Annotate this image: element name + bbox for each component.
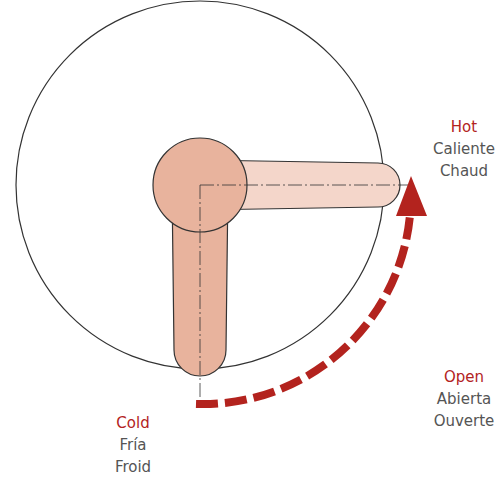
hot-axis — [200, 185, 412, 186]
open-arrow — [196, 215, 410, 404]
cold-label: Froid — [115, 458, 151, 476]
hot-label: Chaud — [440, 162, 488, 180]
cold-label: Fría — [119, 436, 146, 454]
open-arrowhead — [396, 176, 427, 216]
open-label: Abierta — [437, 390, 491, 408]
cold-axis — [200, 185, 201, 405]
hot-label: Caliente — [433, 140, 495, 158]
cold-label: Cold — [116, 414, 149, 432]
open-label: Open — [444, 368, 484, 386]
hot-label: Hot — [451, 118, 477, 136]
open-label: Ouverte — [434, 412, 495, 430]
